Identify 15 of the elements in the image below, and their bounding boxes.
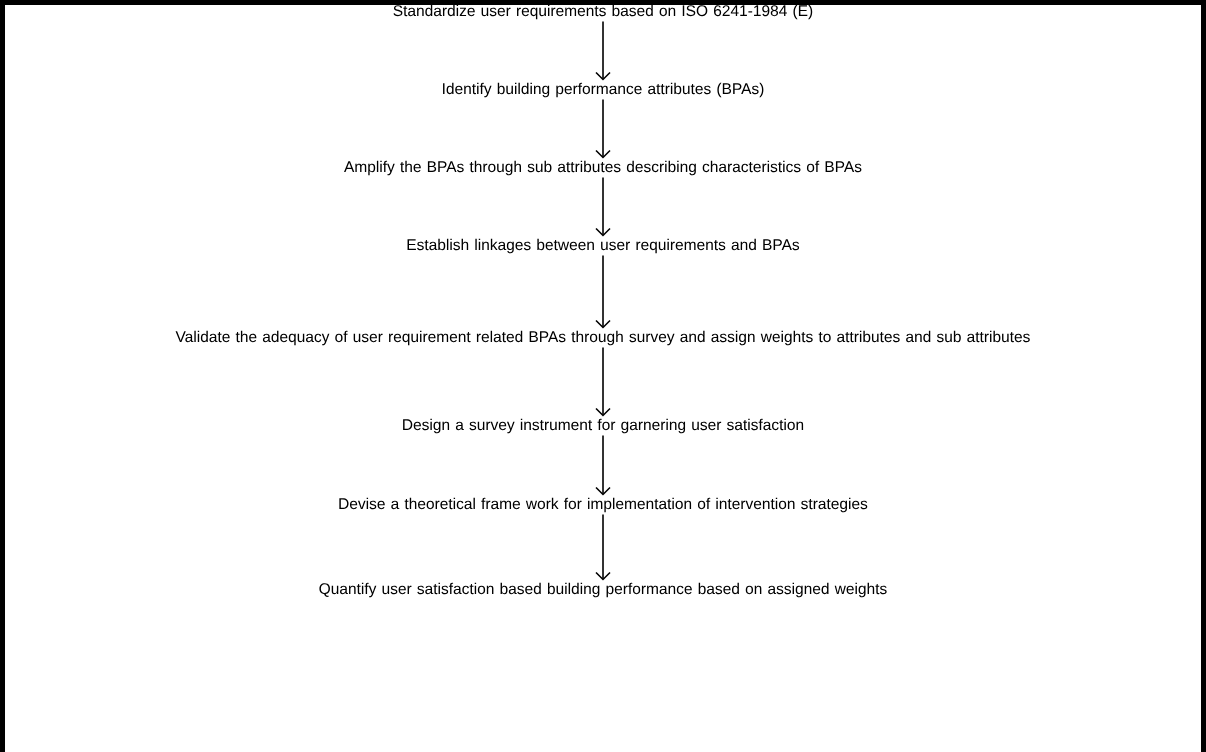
arrow: [595, 98, 611, 159]
step-text: Standardize user requirements based on ISO 6241-1984 (E): [393, 4, 813, 20]
arrow: [595, 346, 611, 417]
arrow: [595, 434, 611, 496]
step-text: Devise a theoretical frame work for implementation of intervention strategies: [339, 497, 868, 513]
arrow: [595, 176, 611, 237]
arrow: [595, 513, 611, 581]
step-text: Validate the adequacy of user requirement related BPAs through survey and assign weights to attributes and sub attributes: [175, 330, 1030, 346]
step-text: Identify building performance attributes (BPAs): [443, 82, 764, 98]
step-text: Design a survey instrument for garnering user satisfaction: [403, 418, 804, 434]
arrow: [595, 254, 611, 329]
step-text: Amplify the BPAs through sub attributes describing characteristics of BPAs: [344, 160, 862, 176]
step-text: Establish linkages between user requirements and BPAs: [407, 238, 800, 254]
arrow: [595, 20, 611, 81]
step-text: Quantify user satisfaction based building performance based on assigned weights: [319, 582, 887, 598]
